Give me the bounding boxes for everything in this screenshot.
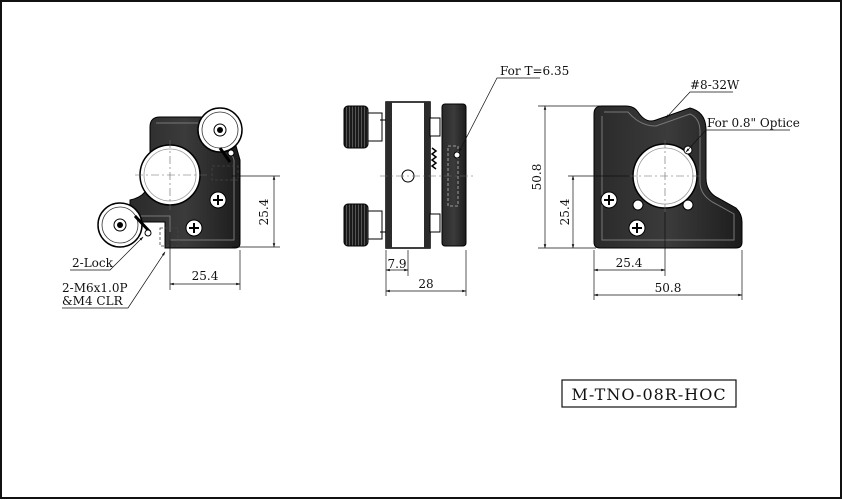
side-dim-small: 7.9 [387, 257, 406, 271]
back-screw-lower [628, 219, 646, 237]
front-dim-horizontal: 25.4 [192, 269, 219, 283]
thread-label-line1: 2-M6x1.0P [62, 281, 128, 295]
front-view-dimensions: 25.4 25.4 2-Lock 2-M6x1.0P &M4 CLR [62, 175, 280, 309]
side-bottom-knob [343, 203, 383, 247]
side-optic-plate [441, 103, 467, 247]
part-number: M-TNO-08R-HOC [571, 385, 726, 404]
part-number-box: M-TNO-08R-HOC [561, 379, 737, 408]
lock-label: 2-Lock [72, 256, 114, 270]
front-dim-vertical: 25.4 [257, 198, 271, 225]
thread-label-line2: &M4 CLR [62, 294, 124, 308]
front-screw-upper [209, 191, 227, 209]
side-spring [430, 147, 438, 170]
side-view-dimensions: For T=6.35 7.9 28 [385, 64, 569, 296]
back-screw-upper [600, 191, 618, 209]
thickness-label: For T=6.35 [500, 64, 569, 78]
back-dim-width: 50.8 [655, 281, 682, 295]
back-dim-center-width: 25.4 [616, 256, 643, 270]
back-optic-label: For 0.8" Optice [707, 116, 800, 130]
back-dim-center-height: 25.4 [558, 198, 572, 225]
side-top-knob [343, 105, 383, 149]
back-view-dimensions: #8-32W For 0.8" Optice 50.8 25.4 25.4 50… [530, 78, 800, 300]
back-dim-height: 50.8 [530, 164, 544, 191]
side-dim-overall: 28 [418, 277, 433, 291]
front-view [97, 107, 243, 249]
back-view [593, 105, 743, 249]
side-view [343, 101, 474, 249]
back-thread-label: #8-32W [690, 78, 740, 92]
front-screw-lower [185, 219, 203, 237]
